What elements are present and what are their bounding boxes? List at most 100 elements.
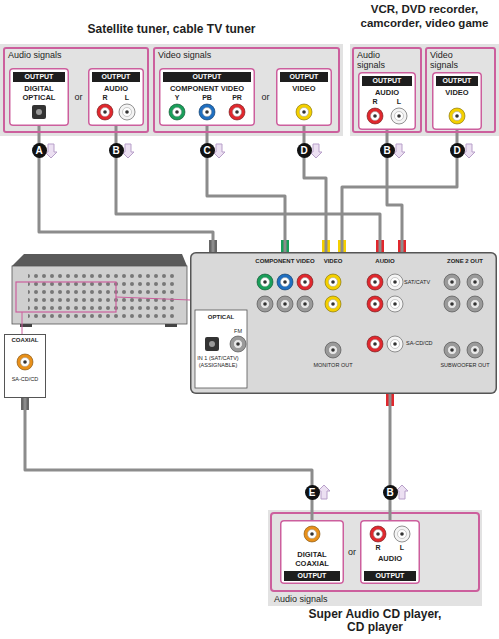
grey-jack: [325, 342, 341, 358]
node-text: L: [392, 98, 406, 106]
output-box: OUTPUTDIGITAL OPTICAL: [9, 68, 69, 126]
red-jack: [367, 274, 383, 290]
node-text: OUTPUT: [280, 72, 328, 82]
coaxial-jack: [304, 526, 320, 542]
output-box: OUTPUT VIDEO: [276, 68, 332, 126]
node-text: AUDIO: [90, 84, 142, 93]
optical-section: [195, 310, 247, 388]
white-jack: [387, 296, 403, 312]
callout-letter: B: [380, 143, 395, 158]
node-text: VIDEO: [318, 258, 348, 265]
device-group: Audio signalsSuper Audio CD player, CD p…: [268, 510, 482, 606]
callout-letter: C: [200, 143, 215, 158]
grey-jack: [444, 274, 460, 290]
node-text: SUBWOOFER OUT: [436, 362, 494, 369]
node-text: R: [371, 544, 385, 552]
node-text: MONITOR OUT: [311, 362, 355, 369]
node-text: OUTPUT: [13, 72, 65, 82]
red-jack: [97, 104, 113, 120]
group-ground: [350, 44, 499, 136]
red-jack: [367, 296, 383, 312]
leader-line: [116, 297, 190, 300]
flow-arrow: [393, 144, 405, 158]
node-text: OUTPUT: [362, 76, 412, 86]
receiver-top: [12, 254, 187, 266]
node-text: OUTPUT: [284, 571, 340, 581]
node-text: AUDIO: [362, 554, 418, 563]
node-text: SA-CD/CD: [4, 376, 46, 383]
node-text: Video signals: [158, 50, 258, 60]
panel-outline: [271, 513, 479, 591]
yellow-jack: [325, 274, 341, 290]
grey-jack: [257, 296, 273, 312]
cable-connector: [25, 398, 312, 520]
optical-jack: [36, 109, 42, 115]
box-ground: [280, 520, 344, 584]
flow-arrow: [122, 144, 134, 158]
grey-jack: [277, 296, 293, 312]
node-text: SAT/CATV: [404, 279, 444, 286]
node-text: OUTPUT: [436, 76, 478, 86]
inset-ground: [4, 334, 46, 398]
grey-jack: [297, 296, 313, 312]
node-text: L: [395, 544, 409, 552]
box-ground: [9, 68, 69, 126]
green-jack: [169, 104, 185, 120]
node-text: COMPONENT VIDEO: [250, 258, 320, 265]
signal-panel: Audio signalsOUTPUTDIGITAL OPTICALOUTPUT…: [3, 47, 149, 133]
node-text: VCR, DVD recorder, camcorder, video game: [350, 2, 499, 30]
node-text: COAXIAL: [4, 337, 46, 344]
yellow-jack: [296, 104, 312, 120]
node-text: FM: [230, 328, 246, 335]
node-text: DIGITAL COAXIAL: [282, 550, 342, 568]
coaxial-inset: COAXIAL SA-CD/CD: [4, 334, 46, 398]
box-ground: [358, 72, 416, 130]
flow-arrow: [463, 144, 475, 158]
or-label: or: [344, 547, 360, 557]
node-text: VIDEO: [434, 88, 480, 97]
yellow-jack: [325, 296, 341, 312]
grey-jack: [467, 274, 483, 290]
output-box: RLAUDIOOUTPUT: [360, 520, 420, 584]
group-ground: [0, 44, 343, 136]
flow-arrow: [45, 144, 57, 158]
red-jack: [367, 108, 383, 124]
node-text: L: [120, 94, 134, 102]
flow-arrow: [396, 485, 408, 499]
output-box: OUTPUTCOMPONENT VIDEOYPBPR: [159, 68, 255, 126]
group-ground: [268, 510, 482, 606]
node-text: VIDEO: [278, 84, 330, 93]
flow-arrow: [213, 144, 225, 158]
node-text: Super Audio CD player, CD player: [300, 608, 450, 634]
cable-connector: [207, 126, 285, 252]
red-jack: [370, 526, 386, 542]
device-group: VCR, DVD recorder, camcorder, video game…: [350, 44, 499, 136]
node-text: Audio signals: [357, 50, 397, 70]
optical-jack: [32, 105, 46, 119]
yellow-jack: [449, 108, 465, 124]
signal-panel: Video signalsOUTPUTVIDEO: [425, 47, 496, 133]
node-text: Audio signals: [8, 50, 108, 60]
output-box: DIGITAL COAXIAL OUTPUT: [280, 520, 344, 584]
receiver-panel: COMPONENT VIDEOVIDEOAUDIOSAT/CATVZONE 2 …: [190, 252, 497, 394]
node-text: SA-CD/CD: [406, 340, 446, 347]
grey-jack: [444, 296, 460, 312]
red-jack: [297, 274, 313, 290]
optical-jack: [209, 341, 215, 347]
box-ground: [88, 68, 144, 126]
fm-jack: [230, 336, 246, 352]
grey-jack: [444, 342, 460, 358]
callout-letter: D: [297, 143, 312, 158]
box-ground: [159, 68, 255, 126]
callout-letter: B: [109, 143, 124, 158]
leader-line: [22, 312, 23, 334]
white-jack: [119, 104, 135, 120]
white-jack: [391, 108, 407, 124]
signal-panel: Audio signalsOUTPUTAUDIORL: [352, 47, 422, 133]
or-label: or: [257, 92, 274, 102]
node-text: Y: [170, 94, 184, 102]
node-text: OUTPUT: [163, 72, 251, 82]
receiver-rear: [12, 266, 187, 324]
signal-panel: Video signalsOUTPUTCOMPONENT VIDEOYPBPRO…: [153, 47, 340, 133]
highlight-frame: [16, 282, 116, 312]
